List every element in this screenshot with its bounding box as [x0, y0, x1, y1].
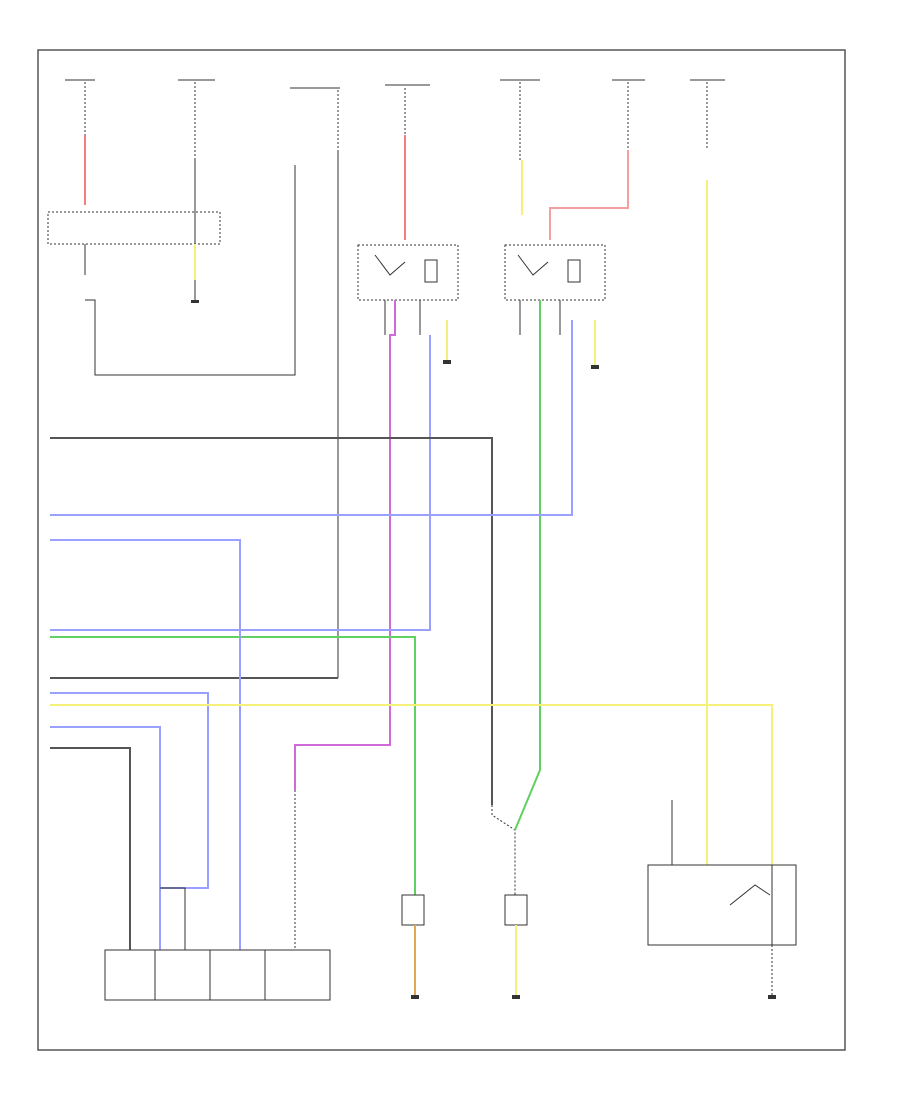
- control-module: [104, 790, 331, 1001]
- wire-gray-top: [50, 437, 493, 805]
- wire-gray-bottom: [50, 747, 131, 950]
- fuse-column-6: [549, 79, 645, 240]
- fuse-column-4: [385, 84, 430, 240]
- wire-blue-693: [50, 692, 209, 950]
- left-switch-assembly: [47, 165, 296, 376]
- wire-yellow-long: [50, 704, 773, 865]
- fuse-column-2: [178, 79, 215, 205]
- ground-marker: [191, 300, 199, 303]
- bottom-switch-2: [491, 760, 541, 999]
- fuse-column-1: [65, 79, 95, 205]
- center-relay-1: [357, 244, 459, 364]
- fuse-column-3: [290, 87, 340, 678]
- wire-blue-upper: [50, 320, 573, 516]
- wire-green-left: [50, 636, 416, 895]
- fuse-column-7: [690, 79, 725, 865]
- wire-violet: [294, 300, 396, 790]
- wire-blue-727: [50, 726, 161, 888]
- right-relay-module: [647, 800, 797, 999]
- diagram-frame: [37, 49, 846, 1051]
- bottom-switch-1: [401, 894, 425, 999]
- wire-blue-540: [50, 539, 241, 950]
- fuse-column-5: [500, 79, 540, 215]
- wire-blue-relay: [50, 335, 431, 631]
- center-relay-2: [504, 244, 606, 369]
